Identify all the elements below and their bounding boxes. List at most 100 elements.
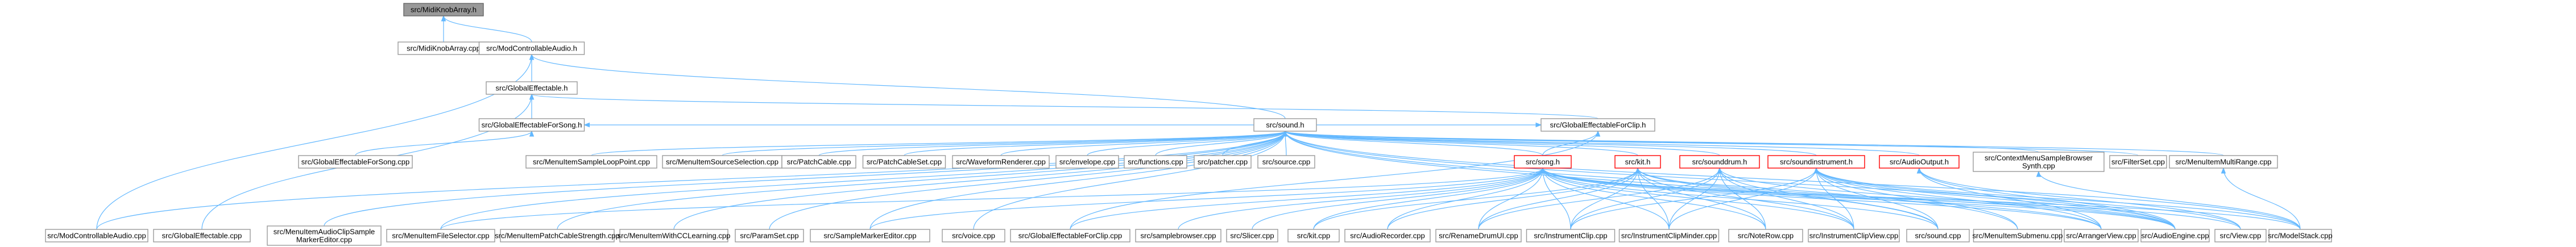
node-box [478,41,585,55]
edge-src-song-h-to-src-menuitemfileselector-cpp [440,168,1543,230]
node-src-menuitemsubmenu-cpp[interactable]: src/MenuItemSubmenu.cpp [1973,229,2063,242]
node-src-source-cpp[interactable]: src/source.cpp [1257,155,1315,169]
node-src-modcontrollableaudio-cpp[interactable]: src/ModControllableAudio.cpp [45,229,148,242]
node-src-menuitemaudioclipsample-markereditor-cpp[interactable]: src/MenuItemAudioClipSampleMarkerEditor.… [267,225,382,246]
node-label: src/AudioEngine.cpp [2141,232,2209,240]
node-box [1194,155,1252,169]
edge-src-song-h-to-src-arrangerview-cpp [1542,168,2102,230]
edge-src-sounddrum-h-to-src-audioengine-cpp [1719,168,2176,230]
edge-src-song-h-to-src-noterow-cpp [1542,168,1766,230]
edge-src-soundinstrument-h-to-src-menuitemsubmenu-cpp [1816,168,2018,230]
node-src-midiknobarray-cpp[interactable]: src/MidiKnobArray.cpp [397,41,490,55]
edge-src-soundinstrument-h-to-src-sound-cpp [1816,168,1939,230]
node-label: src/GlobalEffectable.h [496,84,568,93]
node-src-soundinstrument-h[interactable]: src/soundinstrument.h [1767,155,1865,169]
node-src-modcontrollableaudio-h[interactable]: src/ModControllableAudio.h [478,41,585,55]
node-src-samplemarkereditor-cpp[interactable]: src/SampleMarkerEditor.cpp [810,229,930,242]
node-src-patchcableset-cpp[interactable]: src/PatchCableSet.cpp [862,155,946,169]
edge-src-sounddrum-h-to-src-renamedrumui-cpp [1478,168,1720,230]
node-src-arrangerview-cpp[interactable]: src/ArrangerView.cpp [2064,229,2139,242]
node-src-kit-cpp[interactable]: src/kit.cpp [1287,229,1340,242]
node-src-midiknobarray-h: src/MidiKnobArray.h [403,3,484,16]
node-src-filterset-cpp[interactable]: src/FilterSet.cpp [2109,155,2167,169]
node-box [267,225,382,246]
node-src-audioengine-cpp[interactable]: src/AudioEngine.cpp [2140,229,2210,242]
node-src-song-h[interactable]: src/song.h [1514,155,1572,169]
node-box [45,229,148,242]
node-src-globaleffectable-h[interactable]: src/GlobalEffectable.h [486,81,578,95]
node-src-paramset-cpp[interactable]: src/ParamSet.cpp [735,229,804,242]
edge-src-sound-h-to-src-patchcable-cpp [818,131,1286,156]
node-box [403,3,484,16]
node-src-modelstack-cpp[interactable]: src/ModelStack.cpp [2268,229,2333,242]
node-src-instrumentclip-cpp[interactable]: src/InstrumentClip.cpp [1526,229,1616,242]
arrowhead-src-globaleffectableforclip-h-to-src-song-h [1595,130,1601,137]
node-label: src/MenuItemWithCCLearning.cpp [618,232,731,240]
edge-src-sounddrum-h-to-src-instrumentclip-cpp [1570,168,1720,230]
node-src-globaleffectableforsong-cpp[interactable]: src/GlobalEffectableForSong.cpp [298,155,413,169]
node-box [153,229,251,242]
node-src-sound-h[interactable]: src/sound.h [1253,118,1317,132]
edge-src-soundinstrument-h-to-src-view-cpp [1816,168,2241,230]
node-src-menuitemwithcclearning-cpp[interactable]: src/MenuItemWithCCLearning.cpp [618,229,731,242]
edge-src-kit-h-to-src-audiorecorder-cpp [1387,168,1638,230]
node-box [1435,229,1522,242]
node-src-slicer-cpp[interactable]: src/Slicer.cpp [1226,229,1278,242]
node-box [1287,229,1340,242]
arrowhead-src-sound-h-to-src-modelstack-cpp [1282,130,1288,137]
node-src-kit-h[interactable]: src/kit.h [1614,155,1661,169]
edge-src-song-h-to-src-view-cpp [1542,168,2241,230]
edge-src-song-h-to-src-audioengine-cpp [1542,168,2176,230]
node-box [1514,155,1572,169]
node-src-globaleffectableforsong-h[interactable]: src/GlobalEffectableForSong.h [478,118,585,132]
node-src-noterow-cpp[interactable]: src/NoteRow.cpp [1728,229,1803,242]
node-src-functions-cpp[interactable]: src/functions.cpp [1124,155,1187,169]
node-box [1526,229,1616,242]
edge-src-sound-h-to-src-sound-cpp [1285,131,1939,230]
node-src-menuitemsamplelooppoint-cpp[interactable]: src/MenuItemSampleLoopPoint.cpp [525,155,657,169]
node-src-menuitempatchcablestrength-cpp[interactable]: src/MenuItemPatchCableStrength.cpp [495,229,620,242]
edge-src-sound-h-to-src-waveformrenderer-cpp [1000,131,1286,156]
node-box [942,229,1005,242]
node-src-sounddrum-h[interactable]: src/sounddrum.h [1679,155,1760,169]
edge-src-song-h-to-src-slicer-cpp [1252,168,1543,230]
node-src-instrumentclipview-cpp[interactable]: src/InstrumentClipView.cpp [1808,229,1900,242]
edge-src-audiooutput-h-to-src-arrangerview-cpp [1919,168,2102,230]
node-src-view-cpp[interactable]: src/View.cpp [2214,229,2267,242]
node-src-globaleffectableforclip-h[interactable]: src/GlobalEffectableForClip.h [1540,118,1655,132]
arrowhead-src-song-h-to-src-modelstack-cpp [1540,167,1546,174]
node-src-menuitemfileselector-cpp[interactable]: src/MenuItemFileSelector.cpp [386,229,495,242]
node-src-audiorecorder-cpp[interactable]: src/AudioRecorder.cpp [1344,229,1431,242]
node-src-instrumentclipminder-cpp[interactable]: src/InstrumentClipMinder.cpp [1618,229,1720,242]
node-src-patchcable-cpp[interactable]: src/PatchCable.cpp [781,155,856,169]
node-src-sound-cpp[interactable]: src/sound.cpp [1906,229,1970,242]
node-label: src/MidiKnobArray.h [411,6,477,14]
node-src-voice-cpp[interactable]: src/voice.cpp [942,229,1005,242]
node-box [1257,155,1315,169]
edge-src-sound-h-to-src-audiooutput-h [1285,131,1920,156]
node-src-waveformrenderer-cpp[interactable]: src/WaveformRenderer.cpp [952,155,1050,169]
node-src-globaleffectableforclip-cpp[interactable]: src/GlobalEffectableForClip.cpp [1010,229,1130,242]
node-src-samplebrowser-cpp[interactable]: src/samplebrowser.cpp [1135,229,1221,242]
node-label: src/kit.h [1625,158,1651,166]
node-label: src/soundinstrument.h [1780,158,1853,166]
arrowhead-src-globaleffectableforsong-h-to-src-sound-h [583,122,590,128]
node-src-envelope-cpp[interactable]: src/envelope.cpp [1055,155,1119,169]
arrowhead-src-menuitemmultirange-cpp-to-src-modelstack-cpp [2221,167,2226,174]
node-src-menuitemmultirange-cpp[interactable]: src/MenuItemMultiRange.cpp [2169,155,2278,169]
arrowhead-src-midiknobarray-h-to-src-modcontrollableaudio-h [441,15,446,22]
node-label: Synth.cpp [2022,162,2055,170]
node-box [810,229,930,242]
node-box [1767,155,1865,169]
graph-edges [96,15,2301,230]
edge-src-soundinstrument-h-to-src-arrangerview-cpp [1816,168,2102,230]
node-src-menuitemsourceselection-cpp[interactable]: src/MenuItemSourceSelection.cpp [662,155,782,169]
node-label: MarkerEditor.cpp [296,236,352,244]
edge-src-sound-h-to-src-menuitemfileselector-cpp [440,131,1286,230]
edge-src-modcontrollableaudio-h-to-src-sound-h [531,54,1286,119]
node-src-patcher-cpp[interactable]: src/patcher.cpp [1194,155,1252,169]
node-src-audiooutput-h[interactable]: src/AudioOutput.h [1879,155,1960,169]
node-src-renamedrumui-cpp[interactable]: src/RenameDrumUI.cpp [1435,229,1522,242]
node-src-globaleffectable-cpp[interactable]: src/GlobalEffectable.cpp [153,229,251,242]
